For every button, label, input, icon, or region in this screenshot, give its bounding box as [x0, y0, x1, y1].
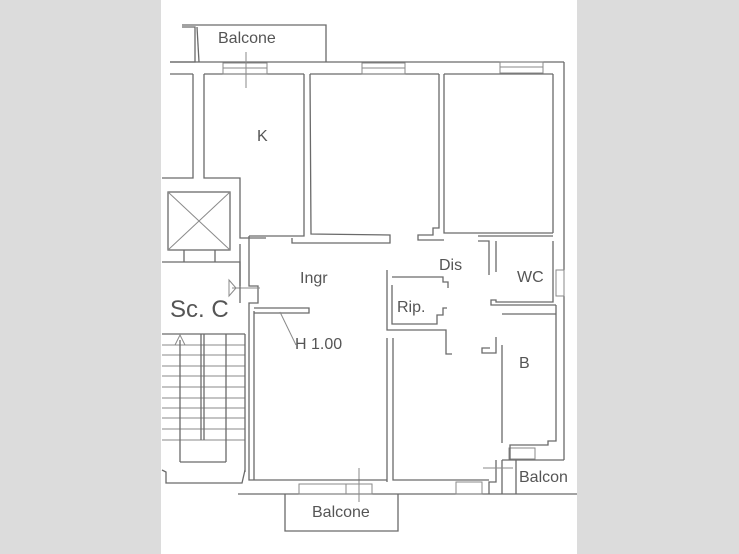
- balcony-bottom: [284, 494, 399, 532]
- room-label-hallway: Dis: [439, 257, 463, 274]
- room-label-balcone-bottom: Balcone: [312, 504, 370, 521]
- room-label-storage: Rip.: [397, 299, 426, 316]
- room-label-balcone-right: Balcon: [519, 469, 568, 486]
- interior-walls: [228, 73, 564, 494]
- room-label-wc: WC: [517, 269, 544, 286]
- staircase: [161, 333, 246, 484]
- height-note: H 1.00: [295, 336, 343, 353]
- elevator-shaft: [162, 191, 241, 303]
- room-label-entrance: Ingr: [300, 270, 328, 287]
- room-label-balcone-top: Balcone: [218, 30, 276, 47]
- room-label-kitchen: K: [257, 128, 268, 145]
- paper-sheet: [161, 0, 577, 554]
- room-label-bath: B: [519, 355, 530, 372]
- room-label-stair: Sc. C: [170, 296, 229, 323]
- windows: [222, 52, 565, 502]
